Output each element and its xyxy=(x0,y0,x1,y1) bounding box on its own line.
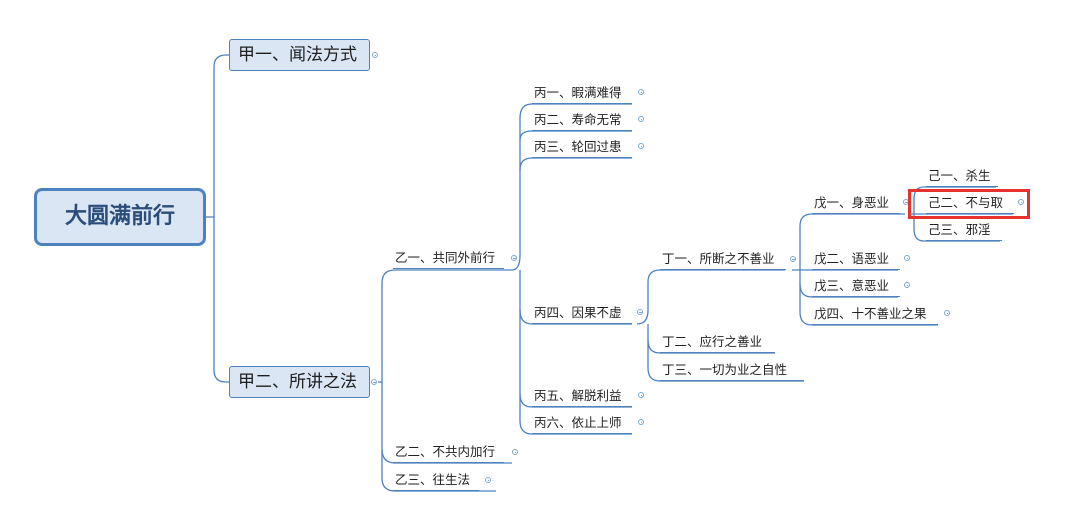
node-jia1[interactable]: 甲一、闻法方式 xyxy=(229,39,370,71)
node-yi1[interactable]: 乙一、共同外前行 xyxy=(393,251,504,269)
node-wu1[interactable]: 戊一、身恶业 xyxy=(812,196,900,214)
node-bing3[interactable]: 丙三、轮回过患 xyxy=(532,140,632,158)
node-bing6[interactable]: 丙六、依止上师 xyxy=(532,416,632,434)
node-ding2[interactable]: 丁二、应行之善业 xyxy=(660,335,775,353)
node-jia1-label: 甲一、闻法方式 xyxy=(238,44,357,65)
node-yi2[interactable]: 乙二、不共内加行 xyxy=(393,445,504,463)
expand-icon[interactable] xyxy=(1018,199,1024,205)
node-jia2[interactable]: 甲二、所讲之法 xyxy=(229,366,370,398)
root-node[interactable]: 大圆满前行 xyxy=(34,188,206,246)
node-bing2[interactable]: 丙二、寿命无常 xyxy=(532,113,632,131)
expand-icon[interactable] xyxy=(512,449,518,455)
expand-icon[interactable] xyxy=(944,310,950,316)
node-ji2[interactable]: 己二、不与取 xyxy=(926,196,1014,214)
root-label: 大圆满前行 xyxy=(64,204,175,229)
expand-icon[interactable] xyxy=(638,419,644,425)
node-bing5[interactable]: 丙五、解脱利益 xyxy=(532,389,632,407)
node-wu4[interactable]: 戊四、十不善业之果 xyxy=(812,307,938,325)
expand-icon[interactable] xyxy=(638,392,644,398)
node-jia2-label: 甲二、所讲之法 xyxy=(238,371,357,392)
node-ding3[interactable]: 丁三、一切为业之自性 xyxy=(660,363,804,381)
collapse-icon[interactable] xyxy=(637,309,643,315)
node-wu3[interactable]: 戊三、意恶业 xyxy=(812,279,900,297)
node-bing4[interactable]: 丙四、因果不虚 xyxy=(532,306,632,324)
collapse-icon[interactable] xyxy=(511,255,517,261)
highlight-box xyxy=(908,189,1030,219)
expand-icon[interactable] xyxy=(904,255,910,261)
expand-icon[interactable] xyxy=(372,52,378,58)
node-bing1[interactable]: 丙一、暇满难得 xyxy=(532,86,632,104)
expand-icon[interactable] xyxy=(904,282,910,288)
expand-icon[interactable] xyxy=(485,477,491,483)
expand-icon[interactable] xyxy=(638,116,644,122)
node-ji3[interactable]: 己三、邪淫 xyxy=(926,223,1002,241)
node-wu2[interactable]: 戊二、语恶业 xyxy=(812,252,900,270)
expand-icon[interactable] xyxy=(638,89,644,95)
collapse-icon[interactable] xyxy=(790,256,796,262)
collapse-icon[interactable] xyxy=(371,379,377,385)
node-ding1[interactable]: 丁一、所断之不善业 xyxy=(660,252,786,270)
node-yi3[interactable]: 乙三、往生法 xyxy=(393,473,479,491)
node-ji1[interactable]: 己一、杀生 xyxy=(926,169,998,187)
expand-icon[interactable] xyxy=(638,143,644,149)
